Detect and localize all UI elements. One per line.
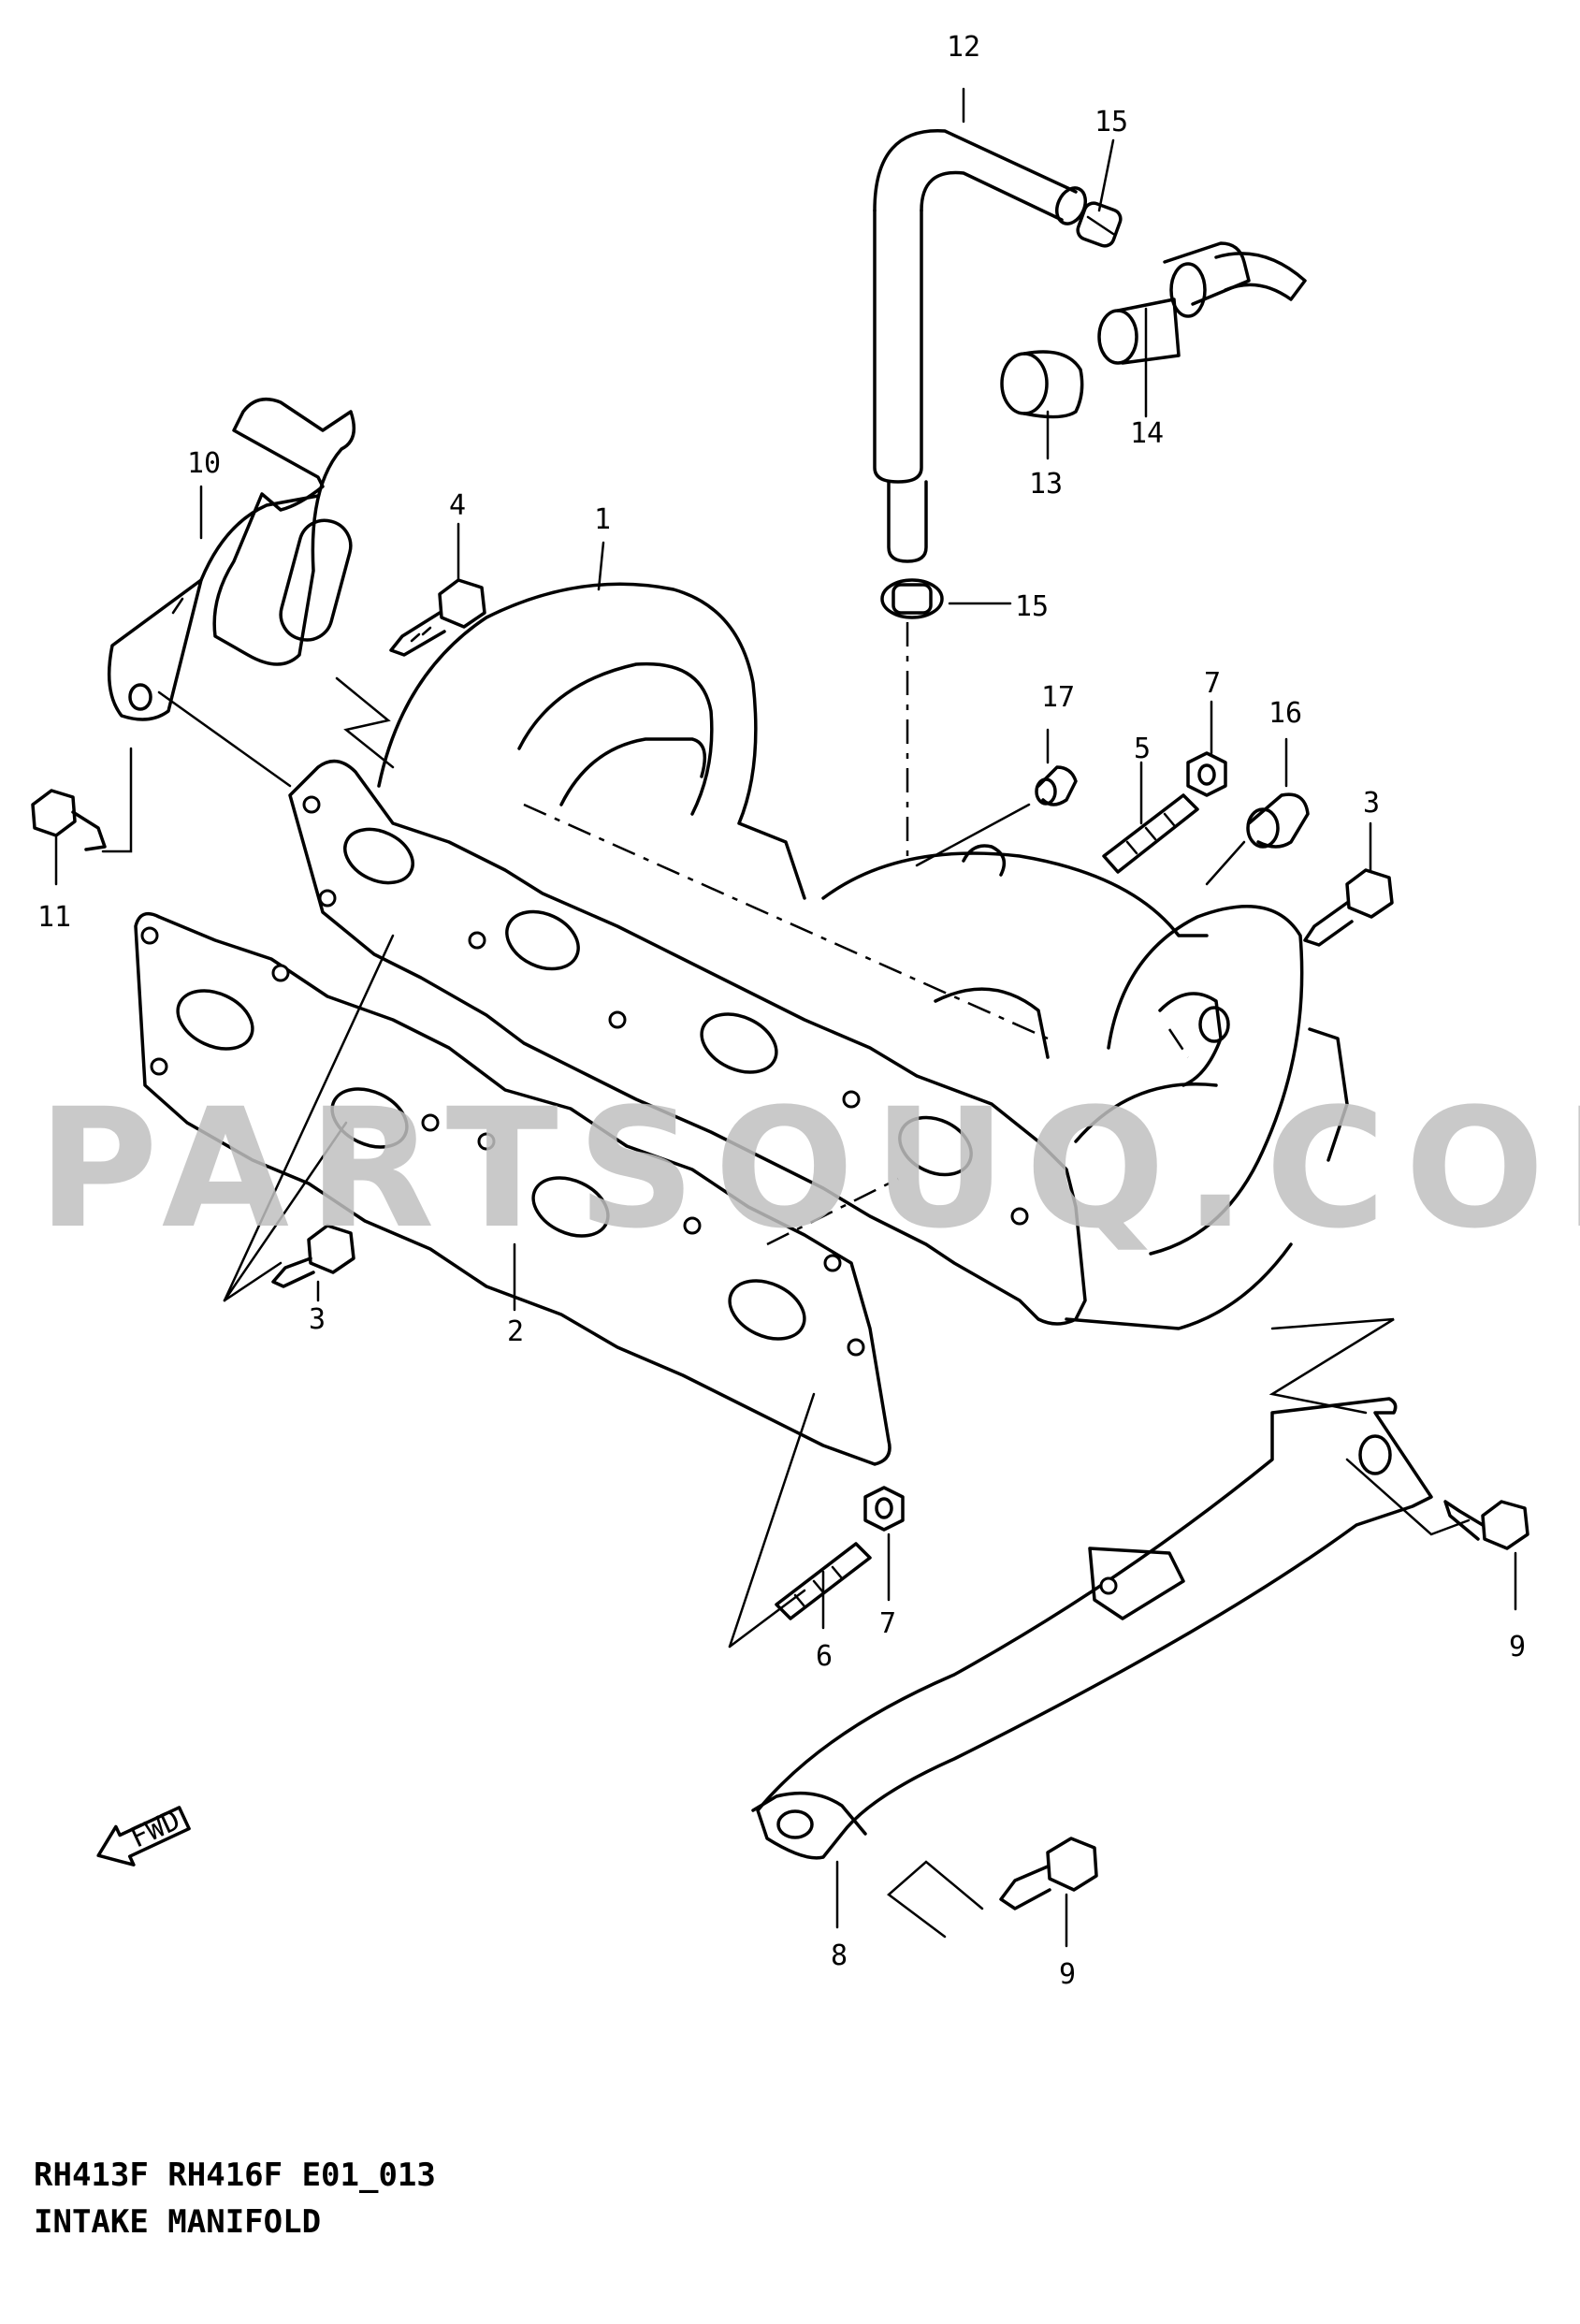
callout-14: 14	[1130, 417, 1164, 450]
callout-6: 6	[816, 1640, 833, 1673]
callout-9-right: 9	[1509, 1631, 1526, 1663]
diagram-title: INTAKE MANIFOLD	[34, 2203, 322, 2241]
part-1-intake-manifold[interactable]	[288, 582, 1349, 1330]
callout-15-lower: 15	[1015, 590, 1049, 623]
callout-labels: 12 15 14 13 15 10 4 1 11 17 7 5 16 3 3 2…	[37, 31, 1526, 1991]
callout-3-lower: 3	[309, 1303, 326, 1336]
callout-2: 2	[507, 1315, 524, 1348]
fwd-label: FWD	[125, 1804, 185, 1855]
callout-10: 10	[187, 447, 221, 480]
callout-11: 11	[37, 901, 71, 934]
callout-13: 13	[1029, 468, 1063, 501]
part-8-manifold-stay[interactable]	[751, 1397, 1433, 1860]
part-4-bolt[interactable]	[389, 578, 486, 657]
part-2-gasket[interactable]	[134, 911, 891, 1466]
callout-1: 1	[594, 503, 611, 536]
part-6-stud[interactable]	[775, 1542, 872, 1620]
part-5-stud[interactable]	[1102, 793, 1199, 874]
part-3-bolt-lower[interactable]	[271, 1224, 355, 1288]
part-10-bracket[interactable]	[107, 397, 356, 721]
callout-3-upper: 3	[1363, 787, 1380, 820]
part-7-nut-upper[interactable]	[1186, 751, 1227, 797]
callout-5: 5	[1134, 733, 1151, 765]
part-14-pcv-valve[interactable]	[1097, 241, 1307, 365]
callout-8: 8	[831, 1939, 848, 1972]
part-11-bolt[interactable]	[31, 789, 107, 851]
callout-17: 17	[1041, 681, 1075, 714]
callout-7-lower: 7	[879, 1607, 896, 1640]
part-15-hose-clamp-lower[interactable]	[880, 578, 944, 619]
callout-9-lower: 9	[1059, 1958, 1076, 1991]
part-9-bolt-lower[interactable]	[999, 1837, 1098, 1910]
part-17-bushing[interactable]	[1035, 765, 1078, 806]
callout-7-upper: 7	[1204, 667, 1221, 700]
part-15-hose-clamp-upper[interactable]	[1075, 200, 1123, 248]
leader-lines	[54, 87, 1517, 1948]
part-7-nut-lower[interactable]	[863, 1486, 905, 1532]
forward-direction-arrow: FWD	[96, 1804, 191, 1866]
part-16-bushing[interactable]	[1246, 792, 1310, 849]
callout-12: 12	[947, 31, 980, 64]
callout-15-upper: 15	[1094, 106, 1128, 138]
watermark: PARTSOUQ.COM	[37, 1073, 1580, 1265]
centerlines	[523, 622, 1190, 1246]
part-12-breather-hose[interactable]	[873, 129, 1091, 563]
part-3-bolt-upper[interactable]	[1303, 868, 1394, 947]
callout-16: 16	[1268, 697, 1302, 730]
part-13-grommet[interactable]	[1000, 350, 1084, 419]
callout-4: 4	[449, 489, 466, 522]
diagram-code: RH413F RH416F E01_013	[34, 2157, 436, 2194]
